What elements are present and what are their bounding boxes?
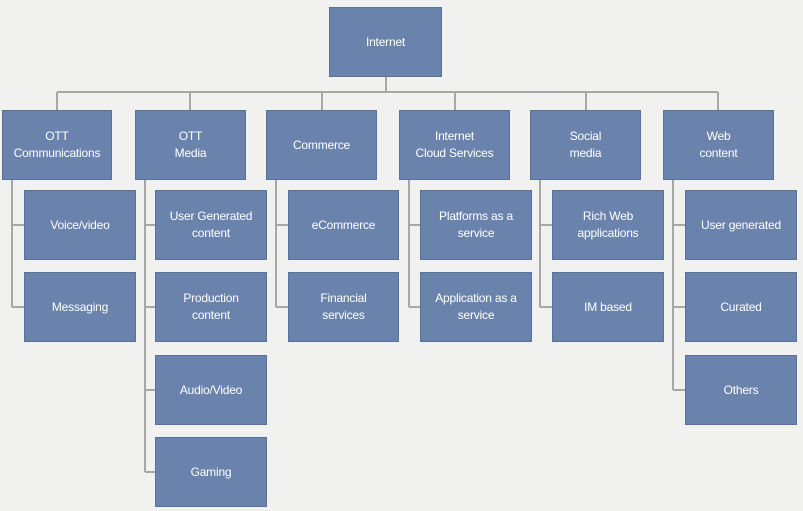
- node-application-as-a-service: Application as a service: [420, 272, 532, 342]
- category-ott-media: OTT Media: [135, 110, 246, 180]
- node-others: Others: [685, 355, 797, 425]
- node-im-based: IM based: [552, 272, 664, 342]
- node-messaging: Messaging: [24, 272, 136, 342]
- node-audio-video: Audio/Video: [155, 355, 267, 425]
- node-internet: Internet: [329, 7, 442, 77]
- category-ott-communications: OTT Communications: [2, 110, 112, 180]
- node-financial-services: Financial services: [288, 272, 399, 342]
- node-gaming: Gaming: [155, 437, 267, 507]
- category-internet-cloud-services: Internet Cloud Services: [399, 110, 510, 180]
- category-social-media: Social media: [530, 110, 641, 180]
- node-ecommerce: eCommerce: [288, 190, 399, 260]
- node-user-generated-content: User Generated content: [155, 190, 267, 260]
- node-curated: Curated: [685, 272, 797, 342]
- category-web-content: Web content: [663, 110, 774, 180]
- node-rich-web-applications: Rich Web applications: [552, 190, 664, 260]
- node-voice-video: Voice/video: [24, 190, 136, 260]
- node-production-content: Production content: [155, 272, 267, 342]
- category-commerce: Commerce: [266, 110, 377, 180]
- node-user-generated: User generated: [685, 190, 797, 260]
- node-platforms-as-a-service: Platforms as a service: [420, 190, 532, 260]
